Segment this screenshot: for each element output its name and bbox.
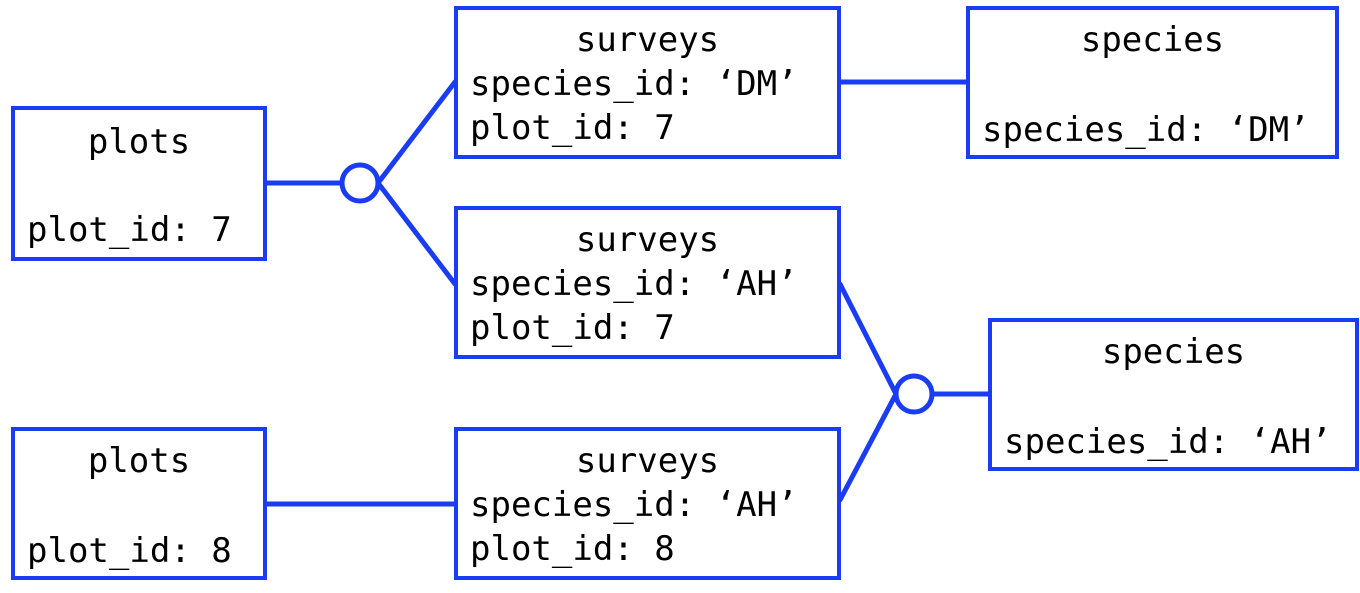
species-box-dm: species species_id: ‘DM’	[966, 6, 1339, 159]
box-field-plot-id: plot_id: 7	[470, 108, 675, 148]
box-field-species-id: species_id: ‘AH’	[470, 485, 798, 525]
box-title: surveys	[575, 220, 720, 260]
surveys-box-3: surveys species_id: ‘AH’ plot_id: 8	[454, 427, 841, 580]
box-title: surveys	[575, 20, 720, 60]
connector-junction-surveys2	[375, 180, 458, 287]
surveys-box-2: surveys species_id: ‘AH’ plot_id: 7	[454, 206, 841, 359]
junction-circle-species	[893, 373, 935, 415]
box-field-species-id: species_id: ‘AH’	[1004, 422, 1332, 462]
box-title: plots	[87, 122, 191, 162]
box-title: species	[1101, 332, 1246, 372]
connector-surveys2-junction	[837, 281, 899, 397]
junction-circle-plots	[339, 162, 381, 204]
box-title: surveys	[575, 441, 720, 481]
box-field-plot-id: plot_id: 7	[27, 210, 232, 250]
connector-junction-surveys1	[375, 79, 458, 186]
box-field-species-id: species_id: ‘DM’	[982, 110, 1310, 150]
box-title: plots	[87, 441, 191, 481]
plots-box-8: plots plot_id: 8	[11, 427, 267, 580]
box-field-species-id: species_id: ‘AH’	[470, 264, 798, 304]
connector-surveys3-junction	[837, 391, 899, 503]
plots-box-7: plots plot_id: 7	[11, 106, 267, 261]
box-field-plot-id: plot_id: 8	[470, 529, 675, 569]
box-field-plot-id: plot_id: 7	[470, 308, 675, 348]
box-field-species-id: species_id: ‘DM’	[470, 64, 798, 104]
surveys-box-1: surveys species_id: ‘DM’ plot_id: 7	[454, 6, 841, 159]
box-title: species	[1080, 20, 1225, 60]
box-field-plot-id: plot_id: 8	[27, 531, 232, 571]
species-box-ah: species species_id: ‘AH’	[988, 318, 1359, 471]
